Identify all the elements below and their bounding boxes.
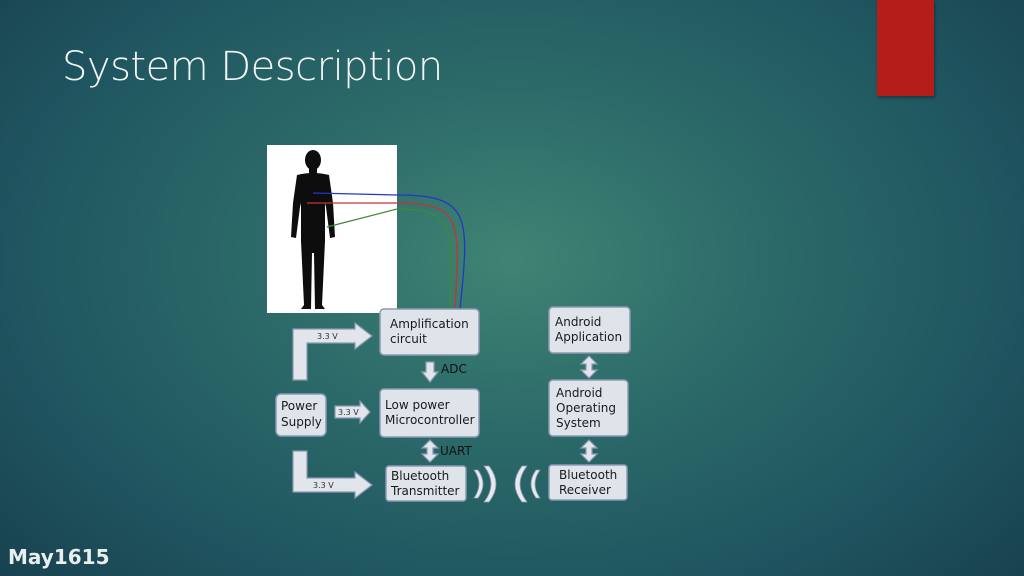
receive-wave-icon <box>514 465 541 503</box>
voltage-label-bottom: 3.3 V <box>313 481 334 490</box>
electrode-wire-green <box>396 208 452 310</box>
power-to-transmitter-arrow <box>292 450 373 500</box>
bt-transmitter-label-line2: Transmitter <box>390 484 460 498</box>
bluetooth-receiver-block: Bluetooth Receiver <box>548 464 628 501</box>
voltage-label-top: 3.3 V <box>317 332 338 341</box>
uart-bidirectional-arrow <box>420 439 440 463</box>
android-os-label-line2: Operating <box>556 401 616 415</box>
microcontroller-block: Low power Microcontroller <box>379 388 480 438</box>
amplification-circuit-block: Amplification circuit <box>379 308 480 356</box>
os-receiver-bidirectional-arrow <box>579 439 599 463</box>
android-application-block: Android Application <box>548 306 631 354</box>
uart-label: UART <box>440 444 472 458</box>
amplification-label-line2: circuit <box>390 332 427 346</box>
microcontroller-label-line2: Microcontroller <box>385 413 475 427</box>
human-figure-image <box>267 145 398 313</box>
power-supply-label-line2: Supply <box>281 415 322 429</box>
bt-receiver-label-line1: Bluetooth <box>559 468 617 482</box>
adc-down-arrow <box>420 361 440 383</box>
adc-label: ADC <box>441 362 467 376</box>
android-app-label-line2: Application <box>555 330 622 344</box>
app-os-bidirectional-arrow <box>579 355 599 379</box>
power-supply-label-line1: Power <box>281 399 317 413</box>
power-to-amplification-arrow <box>292 321 373 381</box>
bt-transmitter-label-line1: Bluetooth <box>391 469 449 483</box>
microcontroller-label-line1: Low power <box>385 398 450 412</box>
bluetooth-transmitter-block: Bluetooth Transmitter <box>385 465 467 502</box>
electrode-wire-red <box>396 202 458 310</box>
android-app-label-line1: Android <box>555 315 601 329</box>
electrode-wire-blue <box>396 194 466 310</box>
footer-team-id: May1615 <box>8 545 110 569</box>
human-silhouette-icon <box>291 150 398 309</box>
voltage-label-middle: 3.3 V <box>338 408 359 417</box>
slide-title: System Description <box>62 44 443 90</box>
accent-tab <box>877 0 934 96</box>
power-to-microcontroller-arrow <box>334 399 371 425</box>
bt-receiver-label-line2: Receiver <box>559 483 611 497</box>
android-os-label-line1: Android <box>556 386 602 400</box>
power-supply-block: Power Supply <box>275 393 327 437</box>
android-os-block: Android Operating System <box>548 379 629 437</box>
transmit-wave-icon <box>473 465 497 503</box>
amplification-label-line1: Amplification <box>390 317 469 331</box>
android-os-label-line3: System <box>556 416 601 430</box>
